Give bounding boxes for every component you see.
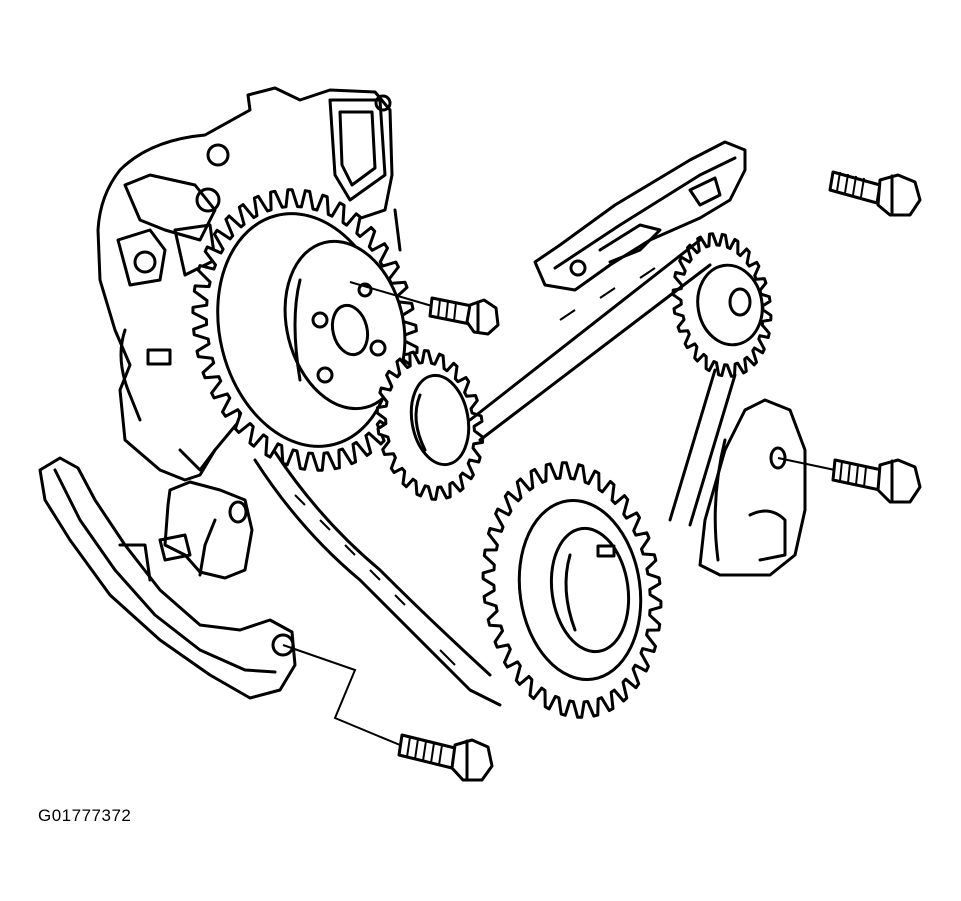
figure-id-label: G01777372 <box>38 806 132 825</box>
bolt-top-right <box>828 170 922 217</box>
lower-chain-guide <box>38 456 297 700</box>
crankshaft-sprocket <box>481 461 663 719</box>
leader-lines <box>282 281 836 746</box>
upper-chain-guide <box>533 140 747 292</box>
bolt-center <box>428 296 500 336</box>
small-idler-sprocket <box>375 349 485 501</box>
timing-chain <box>253 208 737 707</box>
bolt-right-middle <box>831 458 922 504</box>
right-chain-tensioner <box>698 398 807 577</box>
tensioner-bracket <box>158 480 254 580</box>
upper-right-sprocket <box>671 232 773 378</box>
bolt-bottom <box>397 733 494 782</box>
large-camshaft-sprocket <box>191 188 419 472</box>
